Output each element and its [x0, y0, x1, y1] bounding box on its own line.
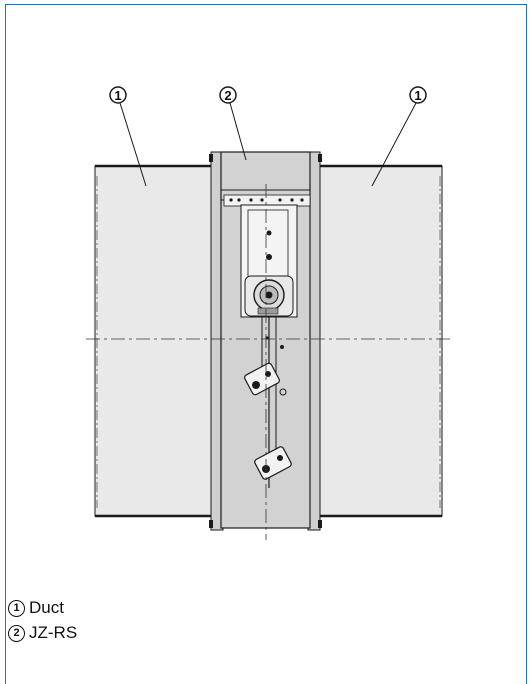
actuator-motor — [244, 275, 294, 317]
svg-text:2: 2 — [224, 88, 231, 103]
mounting-rail — [223, 194, 311, 207]
legend-number: 1 — [8, 599, 25, 617]
legend-number: 2 — [8, 624, 25, 642]
legend-item-duct: 1 Duct — [8, 598, 64, 618]
legend-label: Duct — [29, 598, 64, 617]
upper-bracket — [244, 362, 280, 396]
figure-frame — [5, 4, 527, 684]
left-duct — [94, 165, 222, 517]
callout-duct-left: 1 — [109, 86, 127, 104]
callout-duct-right: 1 — [409, 86, 427, 104]
legend-item-jz-rs: 2 JZ-RS — [8, 623, 77, 643]
legend-label: JZ-RS — [29, 623, 78, 642]
svg-text:1: 1 — [114, 88, 121, 103]
right-duct — [309, 165, 443, 517]
svg-text:1: 1 — [414, 88, 421, 103]
callout-jz-rs: 2 — [219, 86, 237, 104]
